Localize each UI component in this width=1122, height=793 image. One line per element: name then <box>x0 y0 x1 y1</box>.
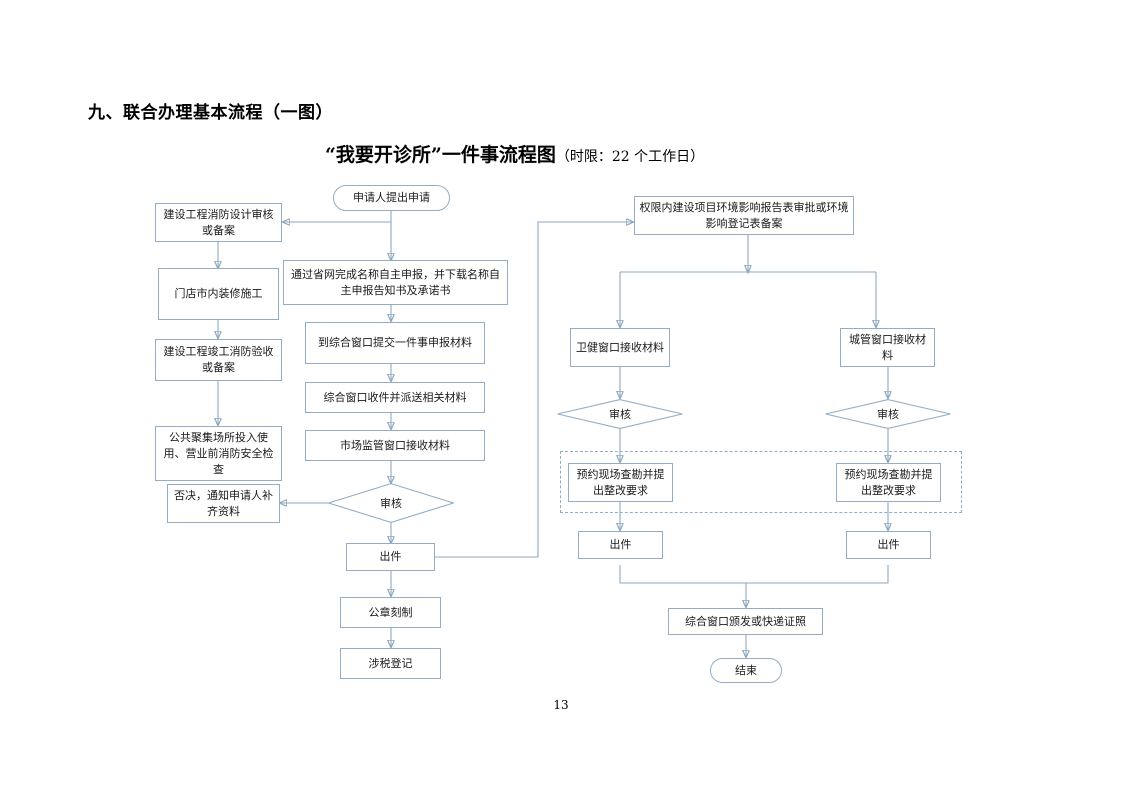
node-tax-registration-label: 涉税登记 <box>368 656 413 670</box>
node-end[interactable]: 结束 <box>710 658 782 683</box>
node-issue-license-label: 综合窗口颁发或快递证照 <box>685 614 806 628</box>
node-reject-notice[interactable]: 否决，通知申请人补齐资料 <box>167 484 280 523</box>
section-heading: 九、联合办理基本流程（一图） <box>88 103 333 123</box>
node-center-issue-label: 出件 <box>379 550 402 563</box>
chart-title-note: （时限：22 个工作日） <box>555 149 705 165</box>
node-submit-materials-label: 到综合窗口提交一件事申报材料 <box>318 336 472 349</box>
node-urban-issue-label: 出件 <box>877 538 900 551</box>
node-window-receive-dispatch[interactable]: 综合窗口收件并派送相关材料 <box>305 382 485 413</box>
node-window-receive-dispatch-label: 综合窗口收件并派送相关材料 <box>323 390 467 404</box>
node-env-approval[interactable]: 权限内建设项目环境影响报告表审批或环境影响登记表备案 <box>634 196 854 235</box>
chart-title: “我要开诊所”一件事流程图（时限：22 个工作日） <box>325 140 704 167</box>
diamond-shape <box>328 483 454 523</box>
node-health-site-survey[interactable]: 预约现场查勘并提出整改要求 <box>568 463 673 502</box>
node-urban-issue[interactable]: 出件 <box>846 531 931 559</box>
node-center-review[interactable]: 审核 <box>328 483 454 523</box>
node-seal-engraving-label: 公章刻制 <box>368 605 413 619</box>
node-env-approval-label: 权限内建设项目环境影响报告表审批或环境影响登记表备案 <box>639 200 849 230</box>
node-fire-design-label: 建设工程消防设计审核或备案 <box>163 207 274 237</box>
node-name-declaration[interactable]: 通过省网完成名称自主申报，并下载名称自主申报告知书及承诺书 <box>283 260 508 305</box>
diamond-shape <box>557 399 683 429</box>
node-health-window-receive[interactable]: 卫健窗口接收材料 <box>570 328 670 367</box>
node-start-label: 申请人提出申请 <box>353 191 430 204</box>
node-name-declaration-label: 通过省网完成名称自主申报，并下载名称自主申报告知书及承诺书 <box>291 267 500 297</box>
node-health-site-survey-label: 预约现场查勘并提出整改要求 <box>576 467 665 497</box>
node-urban-review-label: 审核 <box>877 408 899 421</box>
node-fire-design[interactable]: 建设工程消防设计审核或备案 <box>155 203 282 242</box>
node-market-window-receive-label: 市场监管窗口接收材料 <box>340 438 450 452</box>
node-health-review-label: 审核 <box>609 408 631 421</box>
node-fire-safety-check-label: 公共聚集场所投入使用、营业前消防安全检查 <box>163 430 274 476</box>
node-fire-acceptance-label: 建设工程竣工消防验收或备案 <box>163 345 274 374</box>
node-reject-notice-label: 否决，通知申请人补齐资料 <box>174 488 273 518</box>
node-health-window-receive-label: 卫健窗口接收材料 <box>576 340 664 354</box>
diamond-shape <box>825 399 951 429</box>
node-tax-registration[interactable]: 涉税登记 <box>340 648 441 679</box>
node-health-review[interactable]: 审核 <box>557 399 683 429</box>
node-center-review-label: 审核 <box>380 497 402 510</box>
node-issue-license[interactable]: 综合窗口颁发或快递证照 <box>668 608 823 635</box>
node-market-window-receive[interactable]: 市场监管窗口接收材料 <box>305 430 485 461</box>
node-urban-review[interactable]: 审核 <box>825 399 951 429</box>
node-end-label: 结束 <box>735 663 757 677</box>
site-survey-group <box>560 451 962 513</box>
node-urban-window-receive-label: 城管窗口接收材料 <box>849 332 926 362</box>
node-fire-safety-check[interactable]: 公共聚集场所投入使用、营业前消防安全检查 <box>155 426 282 481</box>
node-fire-acceptance[interactable]: 建设工程竣工消防验收或备案 <box>155 339 282 381</box>
node-health-issue-label: 出件 <box>609 538 632 551</box>
node-urban-window-receive[interactable]: 城管窗口接收材料 <box>840 328 935 367</box>
node-health-issue[interactable]: 出件 <box>578 531 663 559</box>
node-interior-construction[interactable]: 门店市内装修施工 <box>158 268 279 320</box>
node-urban-site-survey[interactable]: 预约现场查勘并提出整改要求 <box>836 463 941 502</box>
node-interior-construction-label: 门店市内装修施工 <box>174 287 263 300</box>
node-submit-materials[interactable]: 到综合窗口提交一件事申报材料 <box>305 322 485 364</box>
node-start[interactable]: 申请人提出申请 <box>333 185 450 211</box>
chart-title-main: “我要开诊所”一件事流程图 <box>325 144 556 166</box>
node-urban-site-survey-label: 预约现场查勘并提出整改要求 <box>844 467 933 497</box>
node-center-issue[interactable]: 出件 <box>346 543 435 571</box>
node-seal-engraving[interactable]: 公章刻制 <box>340 597 441 628</box>
page-number: 13 <box>553 698 569 712</box>
